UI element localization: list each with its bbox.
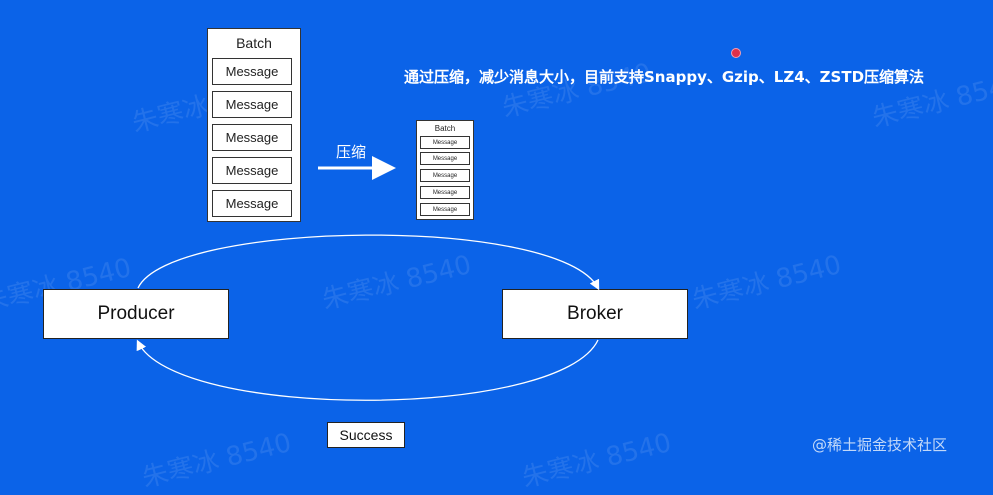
message-box: Message xyxy=(212,58,292,85)
batch-title: Batch xyxy=(236,35,272,51)
success-label: Success xyxy=(327,422,405,448)
compress-label: 压缩 xyxy=(336,143,367,161)
producer-box: Producer xyxy=(43,289,229,339)
batch-compressed: Batch Message Message Message Message Me… xyxy=(416,120,474,220)
message-box: Message xyxy=(420,203,470,216)
message-box: Message xyxy=(420,169,470,182)
message-box: Message xyxy=(212,157,292,184)
message-box: Message xyxy=(420,186,470,199)
credit-watermark: @稀土掘金技术社区 xyxy=(812,436,948,454)
flow-arrows xyxy=(136,156,600,401)
message-box: Message xyxy=(212,124,292,151)
message-box: Message xyxy=(420,152,470,165)
batch-title: Batch xyxy=(434,124,456,133)
laser-pointer-dot xyxy=(731,48,741,58)
batch-original: Batch Message Message Message Message Me… xyxy=(207,28,301,222)
message-box: Message xyxy=(420,136,470,149)
message-box: Message xyxy=(212,91,292,118)
compression-note: 通过压缩，减少消息大小，目前支持Snappy、Gzip、LZ4、ZSTD压缩算法 xyxy=(404,68,925,86)
broker-box: Broker xyxy=(502,289,688,339)
send-arrow xyxy=(137,234,600,291)
ack-arrow xyxy=(136,339,599,401)
message-box: Message xyxy=(212,190,292,217)
